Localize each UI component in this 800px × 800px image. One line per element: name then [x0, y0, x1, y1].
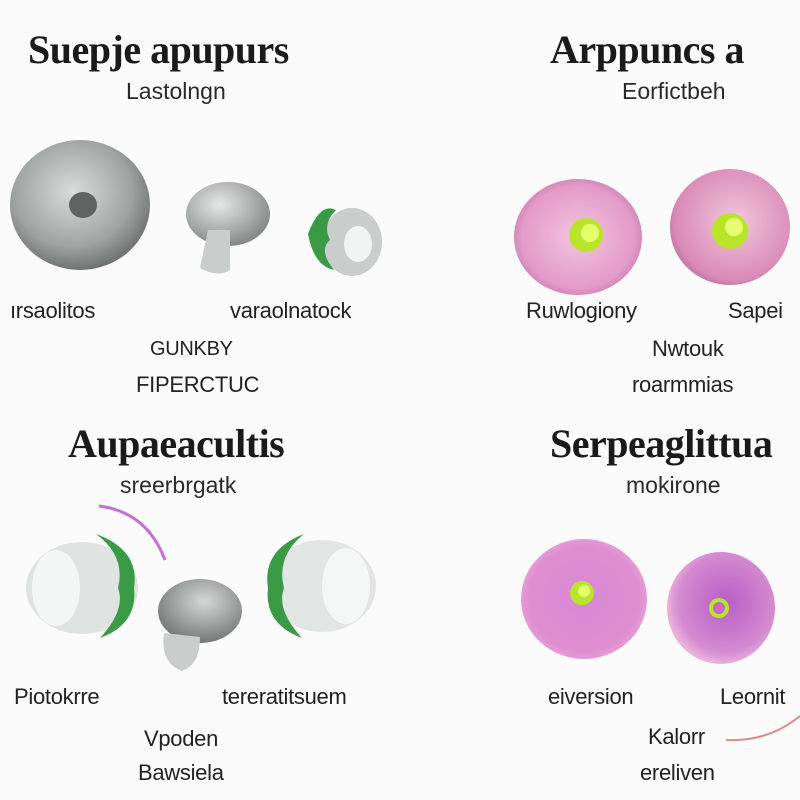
panel-bottom-left: Aupaeacultis sreerbrgatk Piotokrre terer… [0, 400, 400, 800]
panel-title: Arppuncs a [550, 27, 744, 72]
diagram-label: roarmmias [632, 372, 734, 397]
pink-cell-illustration [514, 179, 642, 295]
diagram-label: GUNKBY [150, 338, 233, 360]
pointer-line [725, 715, 800, 742]
diagram-label: FIPERCTUC [136, 372, 260, 397]
diagram-label: Piotokrre [14, 684, 100, 709]
diagram-label: ereliven [640, 760, 715, 785]
diagram-label: Leornit [720, 684, 786, 709]
panel-top-left: Suepje apupurs Lastolngn ırsaolitos vara… [0, 0, 400, 400]
panel-bottom-right: Serpeaglittua mokirone eiversion Leornit… [400, 400, 800, 800]
panel-top-right: Arppuncs a Eorfictbeh Ruwlogiony Sapei N… [400, 0, 800, 400]
magenta-cell-illustration [521, 539, 647, 659]
panel-title: Serpeaglittua [550, 421, 773, 466]
diagram-label: Nwtouk [652, 336, 724, 361]
white-cup-illustration [267, 534, 376, 638]
diagram-label: tereratitsuem [222, 684, 347, 709]
grey-mushroom-illustration [158, 579, 242, 671]
diagram-label: varaolnatock [230, 298, 352, 323]
grey-mushroom-illustration [186, 182, 270, 274]
panel-subtitle: Lastolngn [126, 78, 226, 104]
diagram-label: Bawsiela [138, 760, 224, 785]
panel-subtitle: sreerbrgatk [120, 472, 237, 498]
pink-cell-illustration [670, 169, 790, 285]
diagram-label: eiversion [548, 684, 634, 709]
panel-subtitle: Eorfictbeh [622, 78, 726, 104]
diagram-label: ırsaolitos [10, 298, 96, 323]
green-grey-shell-illustration [308, 208, 382, 276]
grey-disc-illustration [10, 140, 150, 270]
magenta-cell-illustration [667, 552, 775, 664]
white-cup-illustration [26, 534, 138, 638]
diagram-label: Vpoden [144, 726, 219, 751]
panel-title: Aupaeacultis [68, 421, 285, 466]
panel-title: Suepje apupurs [28, 27, 289, 72]
panel-subtitle: mokirone [626, 472, 721, 498]
diagram-label: Kalorr [648, 724, 705, 749]
diagram-label: Sapei [728, 298, 783, 323]
diagram-label: Ruwlogiony [526, 298, 637, 323]
purple-arc-line [98, 504, 167, 561]
